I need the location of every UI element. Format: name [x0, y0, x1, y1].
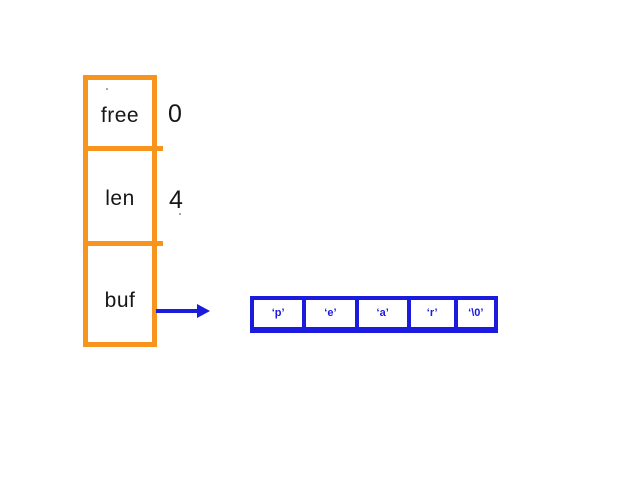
char-cell-4: ‘\0’: [468, 307, 484, 319]
divider-len-buf: [83, 241, 163, 246]
stray-dot: [179, 213, 181, 215]
char-array: ‘p’ ‘e’ ‘a’ ‘r’ ‘\0’: [250, 296, 498, 333]
field-label-free: free: [100, 104, 140, 127]
field-value-len: 4: [169, 186, 183, 214]
char-cell-3: ‘r’: [411, 300, 458, 327]
arrow-right-icon: [156, 304, 210, 318]
field-label-buf: buf: [104, 289, 136, 312]
divider-free-len: [83, 146, 163, 151]
char-cell-1: ‘e’: [306, 300, 359, 327]
char-cell-2: ‘a’: [359, 300, 411, 327]
field-value-free: 0: [168, 100, 182, 128]
field-label-len: len: [105, 187, 135, 210]
char-cell-0: ‘p’: [254, 300, 307, 327]
struct-box: [83, 75, 157, 347]
stray-dot: [106, 88, 108, 90]
